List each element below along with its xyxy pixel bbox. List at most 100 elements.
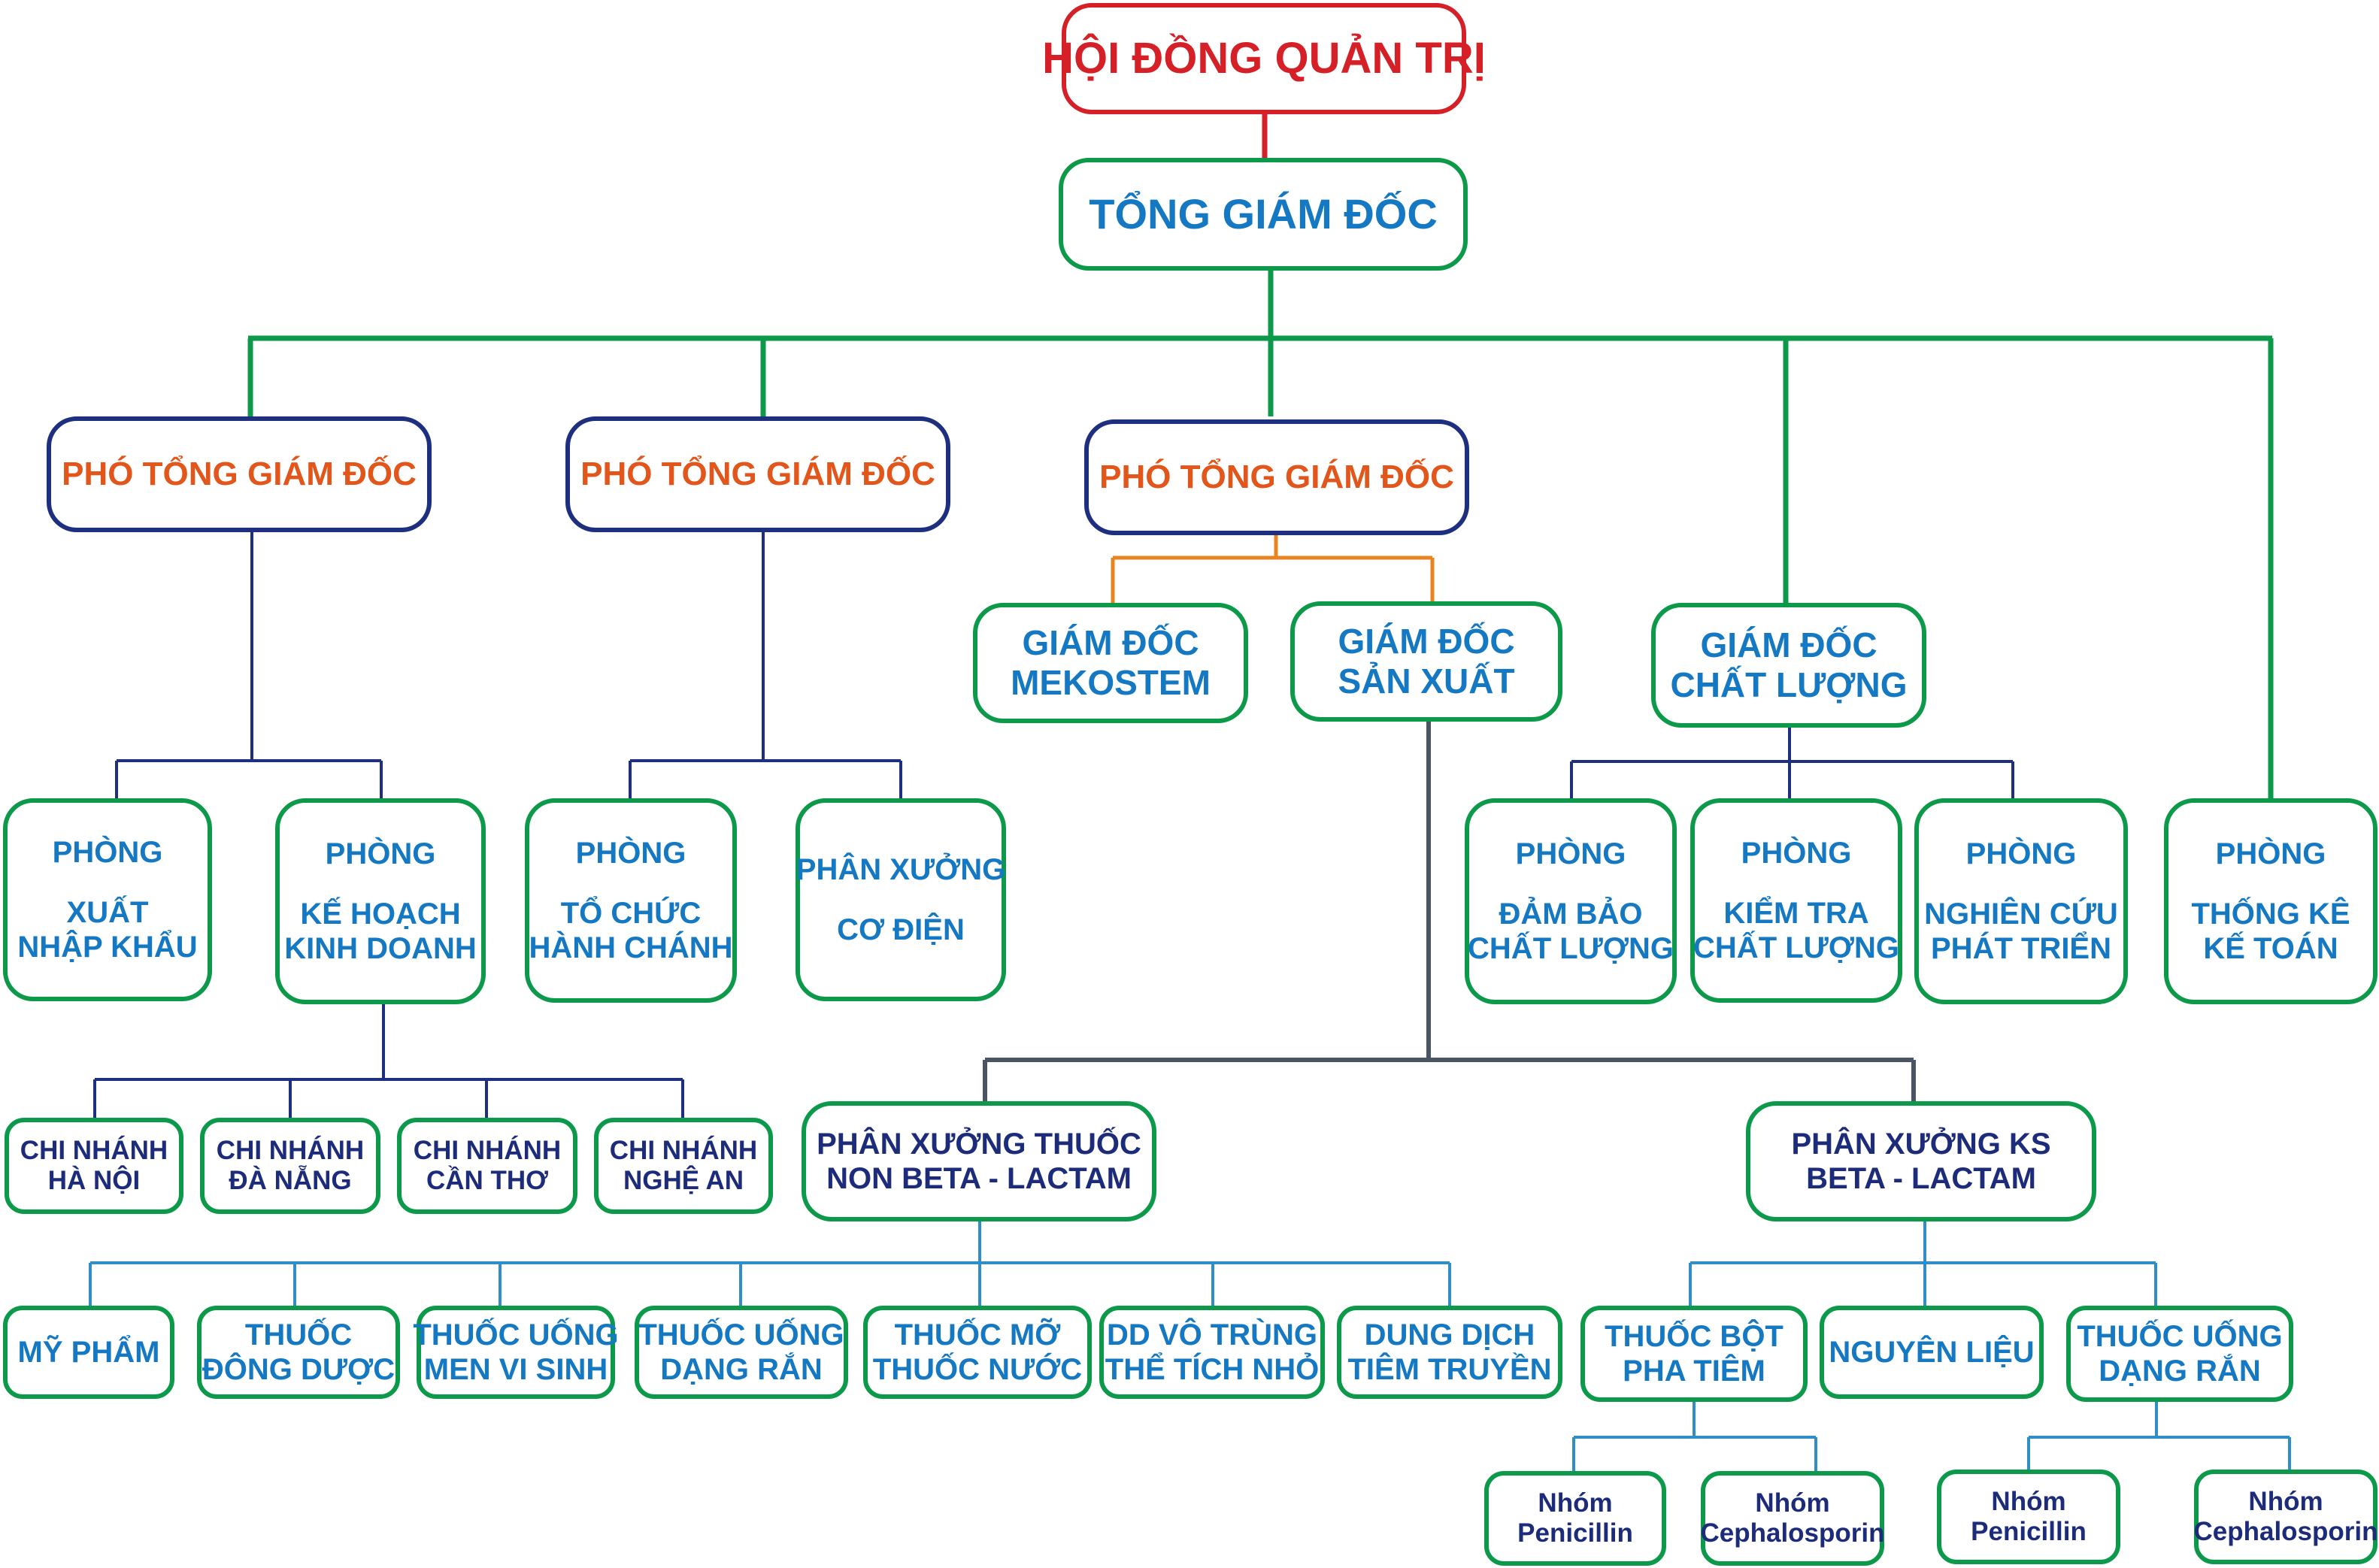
board-of-directors-box: HỘI ĐỒNG QUẢN TRỊ — [1042, 3, 1486, 114]
unit-line: THUỐC UỐNG — [638, 1318, 844, 1352]
deputy-director-box-1: PHÓ TỔNG GIÁM ĐỐC — [47, 416, 432, 532]
deputy-director-box-3: PHÓ TỔNG GIÁM ĐỐC — [1084, 419, 1469, 535]
workshop-line: BETA - LACTAM — [1806, 1162, 2036, 1195]
dept-name-line: KIỂM TRA — [1723, 897, 1869, 930]
deputy-director-box-2: PHÓ TỔNG GIÁM ĐỐC — [565, 416, 950, 532]
connector-ceo-level — [247, 269, 2274, 800]
group-penicillin-box-1: Nhóm Penicillin — [1484, 1471, 1666, 1566]
dept-name-line: CHẤT LƯỢNG — [1693, 931, 1899, 964]
unit-sterile-small-volume-box: DD VÔ TRÙNG THỂ TÍCH NHỎ — [1099, 1306, 1325, 1399]
connector-orange — [1111, 534, 1435, 605]
branch-box-can-tho: CHI NHÁNH CẦN THƠ — [397, 1118, 577, 1214]
dept-name-line: CƠ ĐIỆN — [837, 913, 965, 946]
group-name: Cephalosporin — [2193, 1517, 2378, 1546]
director-unit: SẢN XUẤT — [1338, 661, 1515, 701]
unit-line: NGUYÊN LIỆU — [1829, 1336, 2035, 1369]
deputy-director-label: PHÓ TỔNG GIÁM ĐỐC — [62, 455, 417, 492]
dept-quality-control-box: PHÒNG KIỂM TRA CHẤT LƯỢNG — [1690, 798, 1902, 1003]
ceo-label: TỔNG GIÁM ĐỐC — [1089, 189, 1438, 238]
director-title: GIÁM ĐỐC — [1338, 622, 1515, 661]
unit-line: PHA TIÊM — [1623, 1355, 1765, 1388]
group-name: Penicillin — [1971, 1517, 2087, 1546]
dept-name-line: ĐẢM BẢO — [1499, 898, 1643, 931]
director-title: GIÁM ĐỐC — [1700, 625, 1877, 665]
dept-prefix: PHÒNG — [1741, 837, 1852, 870]
group-penicillin-box-2: Nhóm Penicillin — [1937, 1470, 2120, 1564]
workshop-non-beta-lactam-box: PHÂN XƯỞNG THUỐC NON BETA - LACTAM — [802, 1101, 1156, 1221]
dept-accounting-box: PHÒNG THỐNG KÊ KẾ TOÁN — [2164, 798, 2377, 1004]
dept-name-line: KẾ HOẠCH — [300, 898, 461, 931]
group-prefix: Nhóm — [1991, 1486, 2066, 1516]
dept-name-line: KINH DOANH — [284, 932, 477, 965]
unit-line: DẠNG RẮN — [660, 1353, 823, 1386]
workshop-beta-lactam-box: PHÂN XƯỞNG KS BETA - LACTAM — [1746, 1101, 2096, 1221]
dept-prefix: PHÒNG — [52, 836, 163, 869]
unit-raw-materials-box: NGUYÊN LIỆU — [1820, 1306, 2044, 1399]
connector-navy — [93, 531, 2014, 1118]
unit-line: THUỐC — [244, 1318, 353, 1352]
unit-line: MEN VI SINH — [423, 1353, 608, 1386]
unit-line: THUỐC BỘT — [1605, 1320, 1783, 1353]
workshop-line: NON BETA - LACTAM — [826, 1162, 1132, 1195]
dept-prefix: PHÒNG — [575, 837, 686, 870]
dept-name-line: CHẤT LƯỢNG — [1468, 932, 1674, 965]
branch-name: NGHỆ AN — [623, 1166, 744, 1195]
board-label: HỘI ĐỒNG QUẢN TRỊ — [1042, 33, 1486, 83]
workshop-line: PHÂN XƯỞNG KS — [1791, 1128, 2051, 1161]
dept-name-line: KẾ TOÁN — [2203, 932, 2338, 965]
branch-box-nghe-an: CHI NHÁNH NGHỆ AN — [594, 1118, 773, 1214]
dept-quality-assurance-box: PHÒNG ĐẢM BẢO CHẤT LƯỢNG — [1465, 798, 1677, 1004]
branch-name: CẦN THƠ — [426, 1166, 549, 1195]
unit-line: DUNG DỊCH — [1364, 1318, 1535, 1352]
dept-organization-admin-box: PHÒNG TỔ CHỨC HÀNH CHÁNH — [525, 798, 737, 1003]
dept-prefix: PHÒNG — [325, 837, 436, 870]
deputy-director-label: PHÓ TỔNG GIÁM ĐỐC — [1099, 458, 1454, 495]
branch-prefix: CHI NHÁNH — [216, 1135, 365, 1165]
unit-line: THUỐC UỐNG — [413, 1318, 619, 1352]
dept-name-line: HÀNH CHÁNH — [529, 931, 733, 964]
unit-line: MỸ PHẨM — [17, 1336, 160, 1369]
branch-name: HÀ NỘI — [47, 1166, 141, 1195]
dept-prefix: PHÒNG — [1515, 837, 1626, 870]
dept-prefix: PHÒNG — [2215, 837, 2326, 870]
group-cephalosporin-box-2: Nhóm Cephalosporin — [2193, 1470, 2378, 1564]
group-prefix: Nhóm — [1538, 1488, 1613, 1518]
ceo-box: TỔNG GIÁM ĐỐC — [1059, 158, 1468, 271]
director-mekostem-box: GIÁM ĐỐC MEKOSTEM — [973, 603, 1248, 723]
unit-line: THUỐC NƯỚC — [872, 1353, 1083, 1386]
dept-name-line: THỐNG KÊ — [2191, 898, 2350, 931]
workshop-line: PHÂN XƯỞNG THUỐC — [817, 1128, 1141, 1161]
group-name: Penicillin — [1517, 1518, 1633, 1548]
group-cephalosporin-box-1: Nhóm Cephalosporin — [1700, 1471, 1885, 1566]
workshop-mechanical-electrical-box: PHÂN XƯỞNG CƠ ĐIỆN — [796, 798, 1006, 1001]
unit-line: THỂ TÍCH NHỎ — [1105, 1353, 1320, 1386]
unit-powder-injection-box: THUỐC BỘT PHA TIÊM — [1580, 1306, 1808, 1402]
unit-probiotic-oral-box: THUỐC UỐNG MEN VI SINH — [413, 1306, 619, 1399]
connector-light-blue — [89, 1221, 2291, 1471]
dept-name-line: NGHIÊN CỨU — [1924, 898, 2118, 931]
unit-line: TIÊM TRUYỀN — [1347, 1353, 1552, 1386]
branch-prefix: CHI NHÁNH — [20, 1135, 168, 1165]
director-unit: CHẤT LƯỢNG — [1670, 665, 1908, 704]
unit-cosmetics-box: MỸ PHẨM — [3, 1306, 174, 1399]
group-prefix: Nhóm — [2248, 1486, 2323, 1516]
dept-prefix: PHÒNG — [1965, 837, 2077, 870]
dept-business-planning-box: PHÒNG KẾ HOẠCH KINH DOANH — [275, 798, 486, 1004]
dept-name-line: PHÁT TRIỂN — [1931, 932, 2111, 965]
director-title: GIÁM ĐỐC — [1022, 623, 1199, 663]
director-unit: MEKOSTEM — [1011, 663, 1211, 702]
unit-line: THUỐC UỐNG — [2077, 1320, 2283, 1353]
connector-gray — [983, 722, 1916, 1101]
group-name: Cephalosporin — [1700, 1518, 1885, 1548]
unit-line: ĐÔNG DƯỢC — [202, 1353, 395, 1386]
dept-name-line: TỔ CHỨC — [560, 897, 702, 930]
dept-research-development-box: PHÒNG NGHIÊN CỨU PHÁT TRIỂN — [1914, 798, 2128, 1004]
branch-prefix: CHI NHÁNH — [609, 1135, 758, 1165]
branch-box-da-nang: CHI NHÁNH ĐÀ NẴNG — [200, 1118, 380, 1214]
branch-prefix: CHI NHÁNH — [413, 1135, 562, 1165]
unit-solid-oral-box: THUỐC UỐNG DẠNG RẮN — [635, 1306, 848, 1399]
unit-line: THUỐC MỠ — [894, 1318, 1061, 1352]
unit-traditional-medicine-box: THUỐC ĐÔNG DƯỢC — [197, 1306, 400, 1399]
